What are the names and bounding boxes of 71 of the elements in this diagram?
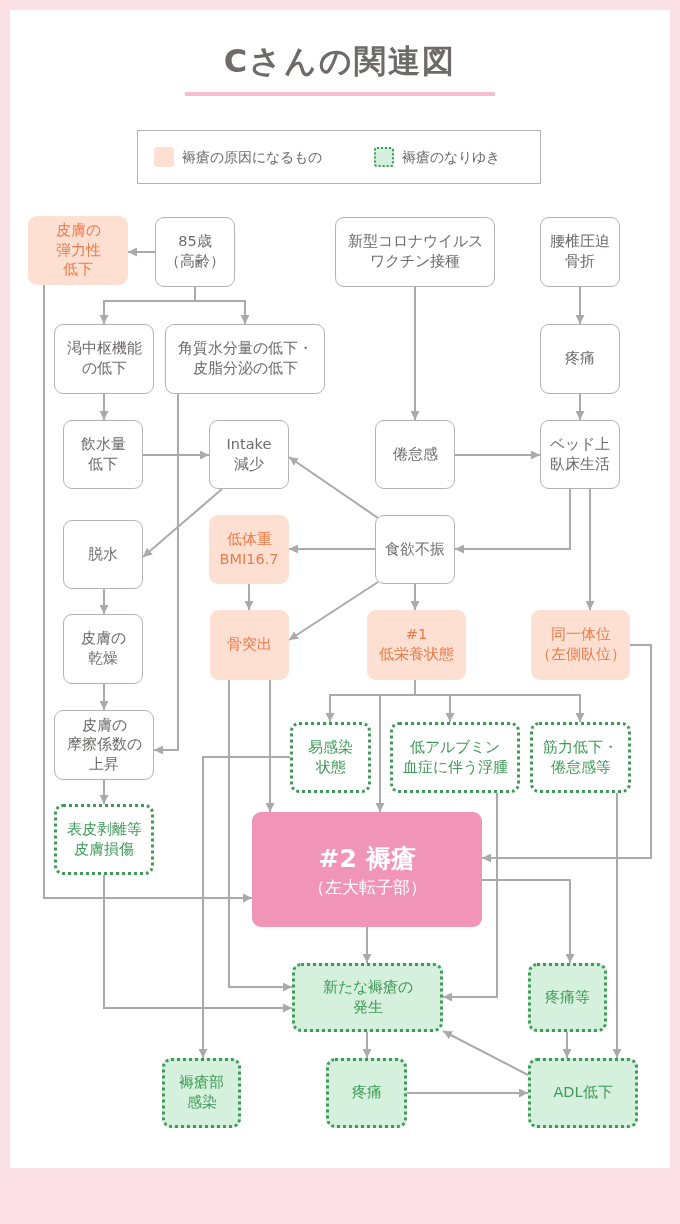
arrow bbox=[575, 393, 585, 421]
arrow bbox=[562, 1031, 572, 1059]
factor-box: 角質水分量の低下・皮脂分泌の低下 bbox=[165, 324, 325, 394]
outcome-box: 表皮剥離等皮膚損傷 bbox=[54, 804, 154, 875]
cause-box bbox=[367, 610, 466, 680]
factor-box: 新型コロナウイルスワクチン接種 bbox=[335, 217, 495, 287]
arrow bbox=[142, 488, 223, 558]
arrow bbox=[288, 456, 379, 519]
arrow bbox=[244, 583, 254, 611]
arrow bbox=[99, 683, 109, 711]
arrow bbox=[103, 874, 293, 1013]
factor-box: 皮膚の摩擦係数の上昇 bbox=[54, 710, 154, 780]
arrow bbox=[194, 286, 250, 325]
arrow bbox=[99, 779, 109, 805]
arrow bbox=[43, 284, 253, 903]
arrow bbox=[153, 393, 179, 755]
factor-box: 脱水 bbox=[63, 520, 143, 589]
arrow bbox=[375, 679, 416, 813]
arrow bbox=[442, 792, 498, 1002]
box-subtext: （左大転子部） bbox=[307, 875, 427, 899]
cause-box: 同一体位（左側臥位） bbox=[531, 610, 630, 680]
arrow bbox=[362, 1031, 372, 1059]
factor-box: 皮膚の乾燥 bbox=[63, 614, 143, 684]
arrow bbox=[265, 679, 275, 813]
factor-box: 腰椎圧迫骨折 bbox=[540, 217, 620, 287]
factor-box: 疼痛 bbox=[540, 324, 620, 394]
arrow bbox=[142, 450, 210, 460]
arrow bbox=[454, 450, 541, 460]
arrow bbox=[99, 588, 109, 615]
cause-box: 低体重BMI16.7 bbox=[209, 515, 289, 584]
arrow bbox=[406, 1088, 529, 1098]
factor-box: 渇中枢機能の低下 bbox=[54, 324, 154, 394]
cause-box: 骨突出 bbox=[210, 610, 289, 680]
arrow bbox=[99, 393, 109, 421]
factor-box: 飲水量低下 bbox=[63, 420, 143, 489]
arrow bbox=[228, 679, 293, 992]
arrow bbox=[362, 926, 372, 964]
arrow bbox=[127, 247, 156, 257]
arrow bbox=[198, 756, 291, 1059]
factor-box: Intake減少 bbox=[209, 420, 289, 489]
cause-box: 皮膚の弾力性低下 bbox=[28, 216, 128, 285]
arrow bbox=[454, 488, 571, 554]
legend-label: 褥瘡の原因になるもの bbox=[182, 148, 322, 167]
arrow bbox=[442, 1030, 529, 1076]
factor-box: ベッド上臥床生活 bbox=[540, 420, 620, 489]
arrow bbox=[410, 583, 420, 611]
box-heading: #2 褥瘡 bbox=[318, 842, 416, 875]
title: Cさんの関連図 bbox=[185, 40, 495, 96]
arrow bbox=[585, 488, 595, 611]
arrow bbox=[410, 286, 420, 421]
outcome-box: 筋力低下・倦怠感等 bbox=[530, 722, 631, 793]
outcome-box: 新たな褥瘡の発生 bbox=[292, 963, 443, 1032]
arrow bbox=[481, 644, 652, 863]
pressure-ulcer-box bbox=[252, 812, 482, 927]
outcome-box: 疼痛 bbox=[326, 1058, 407, 1128]
arrow bbox=[612, 792, 622, 1059]
box-subtext: 低栄養状態 bbox=[379, 645, 454, 664]
factor-box: 食欲不振 bbox=[375, 515, 455, 584]
arrow bbox=[481, 879, 575, 964]
arrow bbox=[575, 286, 585, 325]
box-heading: #1 bbox=[405, 625, 428, 645]
factor-box: 85歳（高齢） bbox=[155, 217, 235, 287]
outcome-box: 疼痛等 bbox=[528, 963, 607, 1032]
legend-label: 褥瘡のなりゆき bbox=[402, 148, 500, 167]
outcome-box: 易感染状態 bbox=[290, 722, 371, 793]
arrow bbox=[288, 581, 379, 641]
outcome-box: 低アルブミン血症に伴う浮腫 bbox=[390, 722, 520, 793]
factor-box: 倦怠感 bbox=[375, 420, 455, 489]
arrow bbox=[288, 544, 376, 554]
outcome-box: ADL低下 bbox=[528, 1058, 638, 1128]
outcome-box: 褥瘡部感染 bbox=[162, 1058, 241, 1128]
